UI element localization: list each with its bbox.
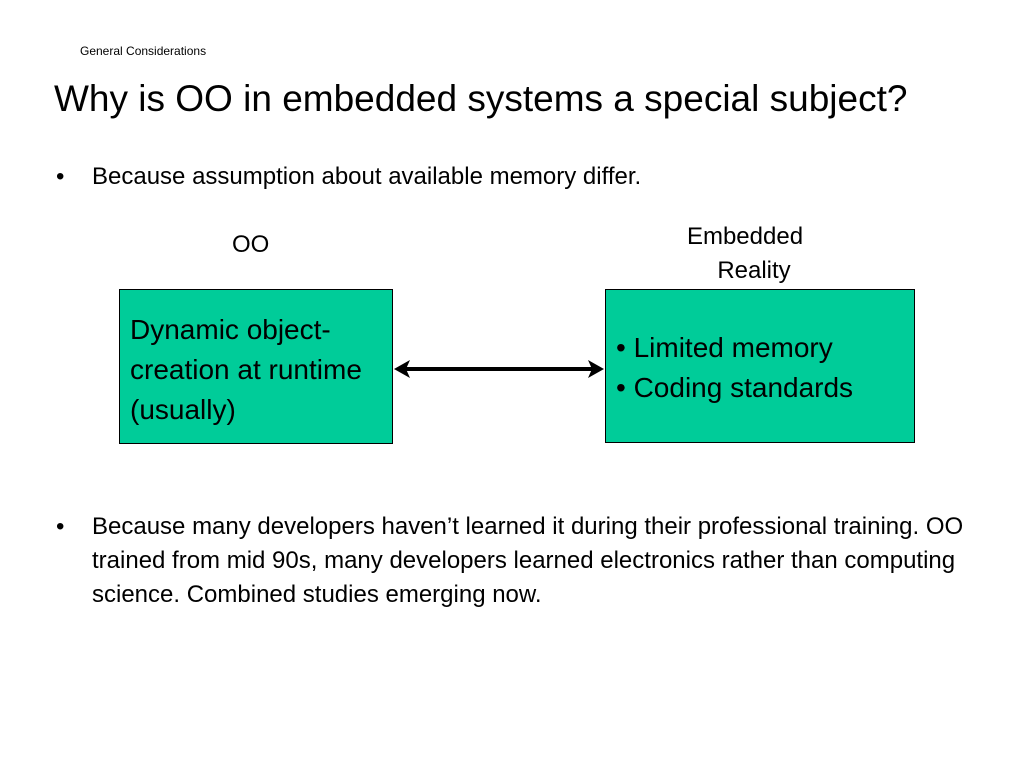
oo-box: Dynamic object-creation at runtime (usua… <box>119 289 393 444</box>
slide-title: Why is OO in embedded systems a special … <box>54 78 908 119</box>
oo-box-text: Dynamic object-creation at runtime (usua… <box>130 314 362 425</box>
embedded-label-line2: Reality <box>717 257 791 284</box>
double-arrow-icon <box>394 360 604 378</box>
bullet-text: Because many developers haven’t learned … <box>92 513 964 608</box>
bullet-text: Because assumption about available memor… <box>92 163 642 190</box>
arrow-head-left <box>394 360 410 378</box>
section-label: General Considerations <box>80 44 207 58</box>
bullet-marker: • <box>56 163 65 190</box>
embedded-box-item: • Coding standards <box>616 372 854 403</box>
embedded-box: • Limited memory • Coding standards <box>605 289 915 443</box>
embedded-box-item: • Limited memory <box>616 332 833 363</box>
embedded-reality-label: Embedded Reality <box>660 220 830 288</box>
oo-label: OO <box>232 231 270 258</box>
arrow-head-right <box>588 360 604 378</box>
embedded-label-line1: Embedded <box>686 223 804 250</box>
bullet-marker: • <box>56 513 65 540</box>
